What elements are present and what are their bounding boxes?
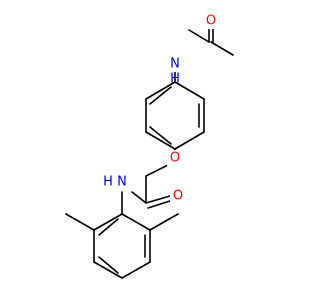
atom-n-bottom: N: [117, 175, 127, 190]
atom-labels: N H O O N H O: [103, 13, 219, 204]
atom-o-carbonyl-top: O: [206, 14, 216, 29]
bond: [174, 131, 205, 150]
bond: [188, 29, 210, 43]
atom-h-bottom: H: [103, 175, 113, 190]
bond: [93, 261, 123, 279]
bond: [131, 191, 147, 204]
bond: [149, 126, 172, 145]
bond: [149, 86, 172, 105]
bond: [121, 213, 151, 231]
atom-o-ether: O: [170, 151, 180, 166]
bond: [174, 81, 205, 100]
bond: [98, 218, 119, 236]
bond: [210, 41, 234, 56]
bond: [145, 81, 176, 100]
bond: [147, 200, 171, 209]
bond: [98, 256, 119, 274]
bond: [65, 213, 95, 231]
structure-drawing: N H O O N H O: [65, 13, 234, 279]
atom-n-top: N: [170, 57, 180, 72]
atom-o-carbonyl-bottom: O: [173, 189, 183, 204]
bond: [145, 164, 169, 177]
bond: [145, 131, 176, 150]
bond: [93, 213, 123, 231]
bond: [149, 213, 179, 231]
bond: [145, 195, 171, 204]
atom-h-top: H: [170, 72, 180, 87]
molecule-diagram: N H O O N H O: [65, 13, 234, 279]
bonds: [65, 25, 234, 279]
bond: [121, 261, 151, 279]
